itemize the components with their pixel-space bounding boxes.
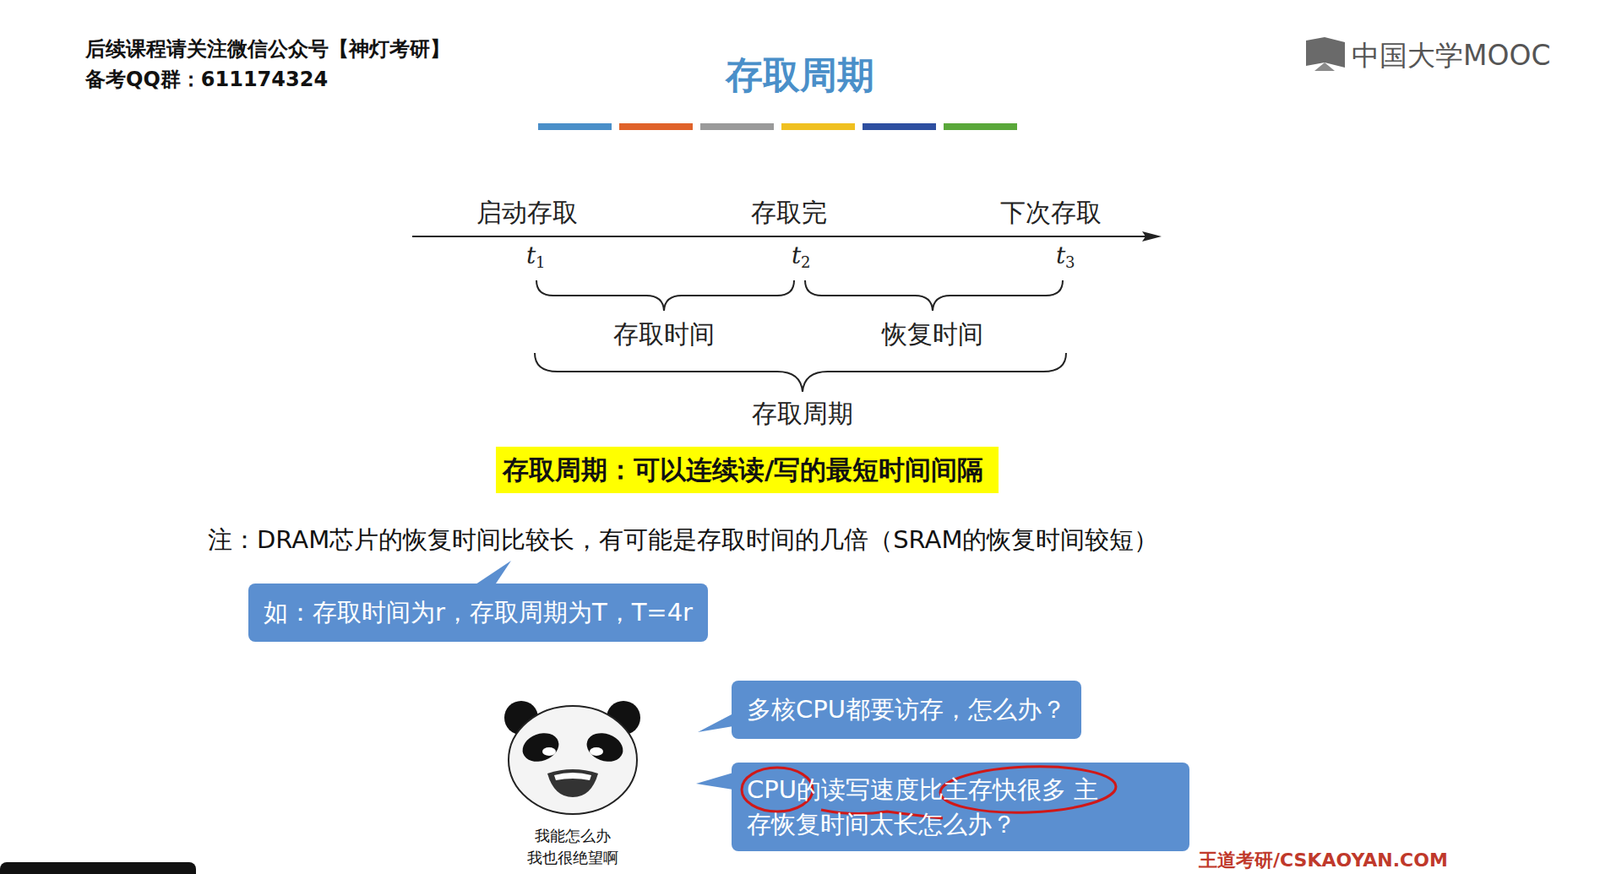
color-bar bbox=[700, 123, 774, 131]
time-axis bbox=[412, 235, 1151, 238]
header-note: 后续课程请关注微信公众号【神灯考研】 bbox=[85, 35, 451, 63]
time-symbol: t bbox=[791, 241, 801, 270]
box-text: CPU的读写速度比主存快很多 主存恢复时间太长怎么办？ bbox=[746, 772, 1119, 842]
panda-meme bbox=[504, 701, 641, 815]
interval-label: 恢复时间 bbox=[881, 317, 984, 353]
meme-caption: 我能怎么办 bbox=[534, 826, 611, 847]
color-bar bbox=[943, 123, 1018, 131]
highlight-box: 存取周期：可以连续读/写的最短时间间隔 bbox=[495, 446, 999, 494]
color-bar bbox=[862, 123, 937, 131]
header-note: 备考QQ群：611174324 bbox=[85, 65, 328, 93]
watermark: 王道考研/CSKAOYAN.COM bbox=[1198, 848, 1448, 874]
brace bbox=[805, 280, 1063, 311]
callout-box: 如：存取时间为r，存取周期为T，T=4r bbox=[248, 583, 708, 643]
callout-tail bbox=[473, 560, 512, 587]
slide-title: 存取周期 bbox=[725, 50, 875, 101]
callout-box: CPU的读写速度比主存快很多 主存恢复时间太长怎么办？ bbox=[731, 762, 1190, 852]
callout-box: 多核CPU都要访存，怎么办？ bbox=[731, 680, 1082, 740]
interval-label: 存取周期 bbox=[751, 397, 854, 432]
time-point-label: 存取完 bbox=[751, 195, 828, 231]
brace bbox=[536, 280, 795, 311]
box-text: 多核CPU都要访存，怎么办？ bbox=[746, 692, 1067, 728]
callout-tail bbox=[696, 772, 734, 790]
mooc-logo-icon bbox=[1306, 37, 1345, 71]
brace bbox=[534, 353, 1067, 392]
color-bar bbox=[619, 123, 693, 131]
color-bar bbox=[538, 123, 612, 131]
axis-arrowhead bbox=[1142, 231, 1162, 242]
box-text: 存取周期：可以连续读/写的最短时间间隔 bbox=[502, 451, 992, 489]
interval-label: 存取时间 bbox=[613, 317, 715, 353]
time-point-label: 下次存取 bbox=[1000, 195, 1102, 231]
time-point-label: 启动存取 bbox=[476, 195, 578, 231]
logo-text: 中国大学MOOC bbox=[1351, 37, 1551, 76]
player-bar bbox=[0, 862, 196, 874]
color-bar bbox=[781, 123, 855, 131]
subscript: 3 bbox=[1065, 253, 1075, 272]
time-symbol: t bbox=[526, 241, 536, 270]
subscript: 2 bbox=[800, 253, 811, 272]
meme-caption: 我也很绝望啊 bbox=[527, 848, 619, 869]
time-symbol: t bbox=[1055, 241, 1066, 270]
box-text: 如：存取时间为r，存取周期为T，T=4r bbox=[263, 595, 693, 631]
note-text: 注：DRAM芯片的恢复时间比较长，有可能是存取时间的几倍（SRAM的恢复时间较短… bbox=[207, 523, 1159, 558]
subscript: 1 bbox=[535, 253, 545, 272]
callout-tail bbox=[697, 713, 734, 733]
